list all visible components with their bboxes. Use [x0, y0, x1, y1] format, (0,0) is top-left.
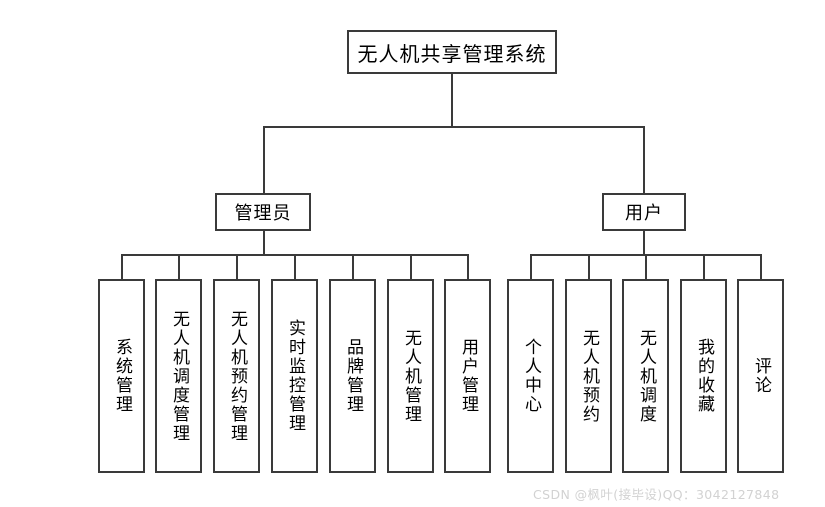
- node-leaf-user-3-label: 无人机调度: [636, 328, 657, 424]
- node-leaf-admin-2[interactable]: 无人机调度管理: [155, 279, 202, 473]
- node-leaf-admin-3-label: 无人机预约管理: [227, 309, 248, 443]
- node-leaf-admin-3[interactable]: 无人机预约管理: [213, 279, 260, 473]
- connector-level2-bus: [264, 126, 644, 128]
- connector-user-child-drop-5: [760, 254, 762, 280]
- node-leaf-admin-6[interactable]: 无人机管理: [387, 279, 434, 473]
- connector-user-child-drop-2: [588, 254, 590, 280]
- node-leaf-admin-2-label: 无人机调度管理: [169, 309, 190, 443]
- node-leaf-admin-7-label: 用户管理: [458, 338, 479, 414]
- node-leaf-user-1-label: 个人中心: [521, 338, 542, 414]
- node-leaf-admin-5-label: 品牌管理: [343, 338, 364, 414]
- node-root-label: 无人机共享管理系统: [357, 41, 547, 66]
- node-leaf-admin-6-label: 无人机管理: [401, 328, 422, 424]
- node-leaf-admin-1-label: 系统管理: [112, 338, 133, 414]
- node-leaf-user-5-label: 评论: [751, 357, 772, 395]
- connector-admin-child-drop-4: [294, 254, 296, 280]
- connector-admin-child-drop-2: [178, 254, 180, 280]
- connector-drop-admin: [263, 126, 265, 193]
- connector-admin-stem: [263, 231, 265, 255]
- connector-admin-child-drop-7: [467, 254, 469, 280]
- connector-user-child-drop-3: [645, 254, 647, 280]
- node-leaf-admin-7[interactable]: 用户管理: [444, 279, 491, 473]
- connector-drop-user: [643, 126, 645, 193]
- node-leaf-user-3[interactable]: 无人机调度: [622, 279, 669, 473]
- node-leaf-user-5[interactable]: 评论: [737, 279, 784, 473]
- node-leaf-admin-4[interactable]: 实时监控管理: [271, 279, 318, 473]
- node-leaf-admin-5[interactable]: 品牌管理: [329, 279, 376, 473]
- node-leaf-user-4[interactable]: 我的收藏: [680, 279, 727, 473]
- node-leaf-user-2[interactable]: 无人机预约: [565, 279, 612, 473]
- node-leaf-user-4-label: 我的收藏: [694, 338, 715, 414]
- connector-admin-child-drop-5: [352, 254, 354, 280]
- connector-admin-child-drop-3: [236, 254, 238, 280]
- connector-admin-child-drop-6: [410, 254, 412, 280]
- node-root-system[interactable]: 无人机共享管理系统: [347, 30, 557, 74]
- node-leaf-user-1[interactable]: 个人中心: [507, 279, 554, 473]
- node-level2-user-label: 用户: [625, 203, 663, 224]
- connector-admin-child-drop-1: [121, 254, 123, 280]
- node-leaf-admin-1[interactable]: 系统管理: [98, 279, 145, 473]
- connector-root-trunk: [451, 74, 453, 127]
- node-leaf-user-2-label: 无人机预约: [579, 328, 600, 424]
- node-level2-admin-label: 管理员: [234, 203, 292, 224]
- connector-user-child-drop-4: [703, 254, 705, 280]
- node-level2-user[interactable]: 用户: [602, 193, 686, 231]
- watermark-text: CSDN @枫叶(接毕设)QQ：3042127848: [533, 487, 780, 502]
- connector-user-child-drop-1: [530, 254, 532, 280]
- connector-user-stem: [643, 231, 645, 255]
- node-level2-admin[interactable]: 管理员: [215, 193, 311, 231]
- node-leaf-admin-4-label: 实时监控管理: [285, 319, 306, 433]
